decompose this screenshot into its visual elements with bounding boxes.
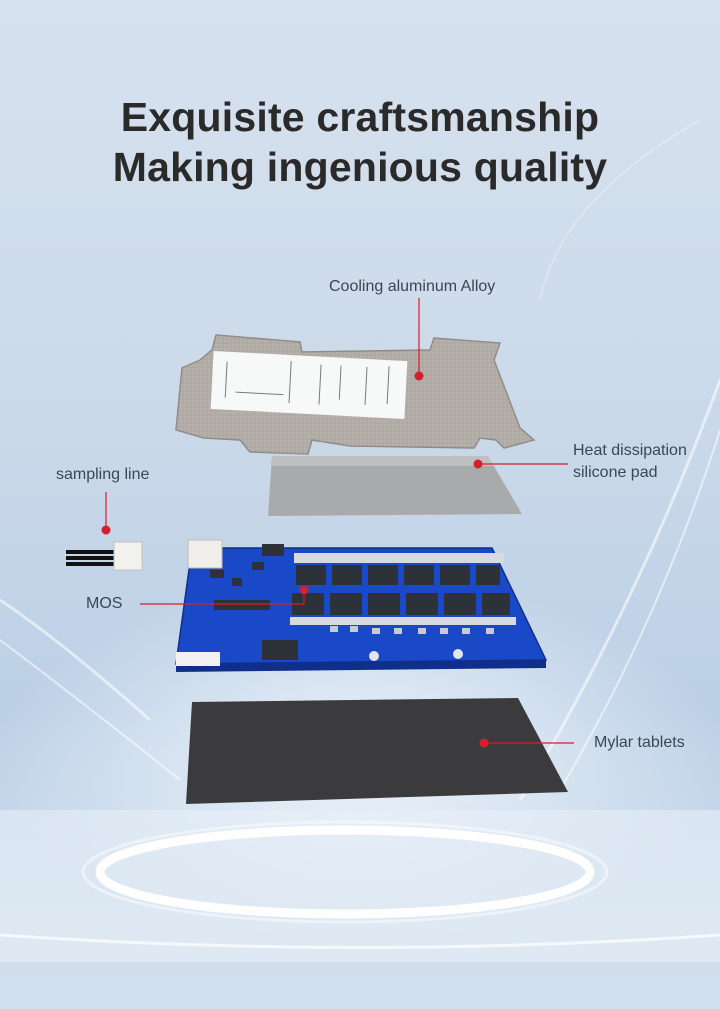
background-swoosh <box>0 119 720 801</box>
cooling-aluminum-plate <box>175 334 536 455</box>
label-cooling-aluminum: Cooling aluminum Alloy <box>329 278 496 295</box>
callout-markers <box>101 298 574 748</box>
label-heat-dissipation: Heat dissipation silicone pad <box>573 440 687 484</box>
headline-line-2: Making ingenious quality <box>112 144 608 190</box>
label-mylar-tablets: Mylar tablets <box>594 734 685 751</box>
mylar-sheet <box>186 698 568 804</box>
label-heat-line-2: silicone pad <box>573 464 658 481</box>
headline: Exquisite craftsmanship Making ingenious… <box>0 92 720 192</box>
headline-line-1: Exquisite craftsmanship <box>120 94 600 140</box>
label-sampling-line: sampling line <box>56 466 150 483</box>
pcb-board <box>175 539 548 672</box>
board-connector <box>187 539 223 569</box>
product-sticker <box>210 350 408 420</box>
sampling-line-plug <box>66 541 143 571</box>
glow-ring <box>95 825 595 919</box>
silicone-pad <box>268 456 522 516</box>
label-mos: MOS <box>86 595 123 612</box>
label-heat-line-1: Heat dissipation <box>573 442 687 459</box>
